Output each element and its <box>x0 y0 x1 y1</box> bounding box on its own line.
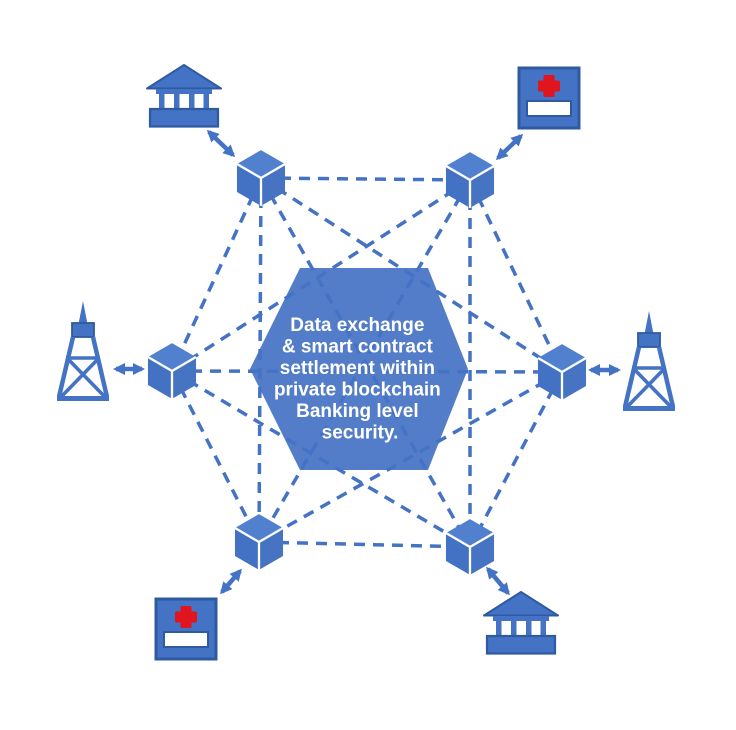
caption-line: Data exchange <box>290 315 424 336</box>
mesh-edge <box>170 370 261 543</box>
double-arrow-icon <box>220 568 242 595</box>
radio-tower-icon-left <box>57 301 109 399</box>
cube-icon-node-bottom-right <box>445 518 495 576</box>
endpoint-arrows <box>113 129 621 596</box>
double-arrow-icon <box>206 129 236 158</box>
cube-icon-node-left <box>147 342 197 400</box>
caption-line: security. <box>322 423 399 444</box>
hexagon-shape <box>250 268 468 470</box>
cube-icon-node-bottom-left <box>234 513 284 571</box>
mesh-edge <box>260 176 471 182</box>
mesh-edge <box>257 177 263 543</box>
cube-icon-node-right <box>537 343 587 401</box>
mesh-edge <box>170 177 263 372</box>
mesh-edge <box>468 179 564 373</box>
cube-icon-node-top-right <box>445 151 495 209</box>
caption-line: & smart contract <box>282 337 434 358</box>
double-arrow-icon <box>495 133 524 161</box>
mesh-edge <box>468 371 564 548</box>
bank-icon-top-left <box>146 64 222 128</box>
cube-icon-node-top-left <box>236 149 286 207</box>
mesh-edge <box>258 540 471 549</box>
double-arrow-icon <box>486 566 510 596</box>
caption-line: Banking level <box>296 401 419 422</box>
caption-line: settlement within <box>280 358 435 379</box>
radio-tower-icon-right <box>623 311 675 409</box>
bank-icon-bottom-right <box>483 591 559 655</box>
hexagon-banner: Data exchange & smart contract settlemen… <box>250 268 468 470</box>
hexagon-caption: Data exchange & smart contract settlemen… <box>274 315 446 444</box>
health-card-icon-bottom-left <box>154 597 218 661</box>
health-card-icon-top-right <box>517 66 581 130</box>
caption-line: private blockchain <box>274 380 441 401</box>
